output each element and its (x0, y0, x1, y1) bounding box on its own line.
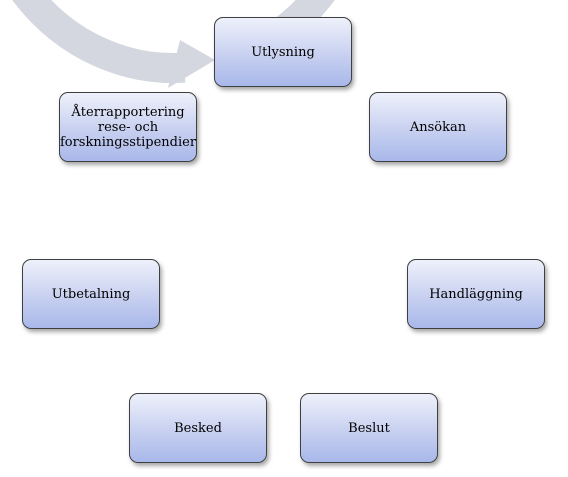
step-aterrapportering: Återrapportering rese- och forskningssti… (59, 92, 197, 162)
step-label-handlaggning: Handläggning (429, 286, 523, 302)
step-label-ansokan: Ansökan (409, 119, 467, 135)
step-label-besked: Besked (174, 420, 222, 436)
step-utbetalning: Utbetalning (22, 259, 160, 329)
step-label-utlysning: Utlysning (251, 44, 315, 60)
step-besked: Besked (129, 393, 267, 463)
step-label-utbetalning: Utbetalning (51, 286, 131, 302)
step-label-aterrapportering: Återrapportering rese- och forskningssti… (59, 104, 197, 150)
step-ansokan: Ansökan (369, 92, 507, 162)
step-label-beslut: Beslut (348, 420, 390, 436)
step-handlaggning: Handläggning (407, 259, 545, 329)
step-utlysning: Utlysning (214, 17, 352, 87)
step-beslut: Beslut (300, 393, 438, 463)
cycle-arrowhead-icon (168, 40, 215, 88)
